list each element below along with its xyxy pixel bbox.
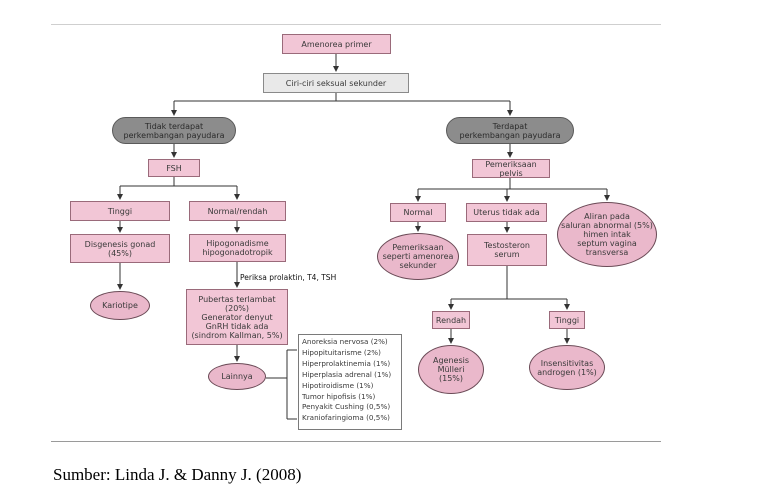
label-periksa-prolaktin: Periksa prolaktin, T4, TSH (240, 272, 337, 282)
node-terdapat-payudara: Terdapat perkembangan payudara (446, 117, 574, 144)
edge-pelvis-split (418, 178, 607, 190)
node-rendah: Rendah (432, 311, 470, 329)
node-insensitivitas-androgen: Insensitivitas androgen (1%) (529, 345, 605, 390)
node-ciri-ciri-seksual: Ciri-ciri seksual sekunder (263, 73, 409, 93)
list-item: Anoreksia nervosa (2%) (302, 337, 388, 346)
edge-fsh-split (120, 177, 237, 187)
node-kariotipe: Kariotipe (90, 291, 150, 320)
node-aliran-pada-saluran: Aliran pada saluran abnormal (5%) himen … (557, 202, 657, 267)
node-fsh: FSH (148, 159, 200, 177)
source-caption: Sumber: Linda J. & Danny J. (2008) (53, 465, 302, 484)
node-uterus-tidak-ada: Uterus tidak ada (466, 203, 547, 222)
list-item: Hiperprolaktinemia (1%) (302, 358, 391, 368)
list-item: Tumor hipofisis (1%) (302, 391, 376, 401)
list-item: Kraniofaringioma (0,5%) (302, 413, 390, 423)
edge-lainnya-list (266, 349, 297, 420)
node-pemeriksaan-pelvis: Pemeriksaan pelvis (472, 159, 550, 178)
edge-ciri-split (174, 93, 510, 102)
node-disgenesis-gonad: Disgenesis gonad (45%) (70, 234, 170, 263)
node-lainnya: Lainnya (208, 363, 266, 390)
node-pemeriksaan-seperti: Pemeriksaan seperti amenorea sekunder (377, 233, 459, 280)
list-item: Hipotiroidisme (1%) (302, 380, 374, 390)
node-normal-right: Normal (390, 203, 446, 222)
diagram-frame (51, 24, 661, 442)
node-hipogonadisme: Hipogonadisme hipogonadotropik (189, 234, 286, 262)
lainnya-list-box: Anoreksia nervosa (2%) Hipopituitarisme … (298, 334, 402, 430)
list-item: Penyakit Cushing (0,5%) (302, 402, 391, 412)
node-tidak-terdapat-payudara: Tidak terdapat perkembangan payudara (112, 117, 236, 144)
list-item: Hipopituitarisme (2%) (302, 347, 381, 357)
node-tinggi-left: Tinggi (70, 201, 170, 221)
node-pubertas-terlambat: Pubertas terlambat (20%) Generator denyu… (186, 289, 288, 345)
node-tinggi-right: Tinggi (549, 311, 585, 329)
edge-testosteron-split (451, 266, 567, 300)
node-agenesis-mulleri: Agenesis Mülleri (15%) (418, 345, 484, 394)
node-testosteron-serum: Testosteron serum (467, 234, 547, 266)
node-normal-rendah: Normal/rendah (189, 201, 286, 221)
node-amenorea-primer: Amenorea primer (282, 34, 391, 54)
list-item: Hiperplasia adrenal (1%) (302, 369, 392, 379)
